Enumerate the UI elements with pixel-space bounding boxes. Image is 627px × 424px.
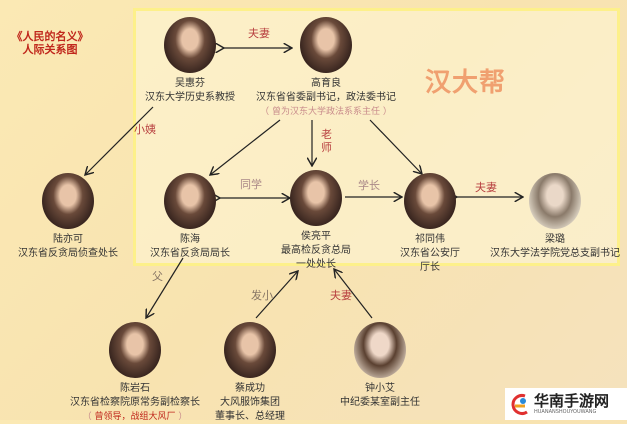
relation-label: 父 [152, 270, 163, 283]
person-liang-lu: 梁璐汉东大学法学院党总支副书记 [470, 173, 627, 261]
avatar [42, 173, 94, 229]
person-chen-hai: 陈海汉东省反贪局局长 [105, 173, 275, 261]
avatar [164, 173, 216, 229]
person-hou-liangping: 侯亮平最高检反贪总局一处处长 [231, 170, 401, 272]
relation-label: 发小 [251, 289, 273, 302]
person-title: 最高检反贪总局 [281, 245, 351, 256]
person-zhong-xiaoai: 钟小艾中纪委某室副主任 [295, 322, 465, 410]
person-note: （ 曾为汉东大学政法系系主任 ） [260, 107, 392, 117]
avatar [224, 322, 276, 378]
arrow-wu-lu [85, 106, 154, 175]
person-note: （ 曾领导，战组大风厂 ） [50, 410, 220, 424]
relation-label: 夫妻 [475, 181, 497, 194]
avatar [354, 322, 406, 378]
person-title: 汉东省反贪局局长 [150, 248, 230, 259]
person-lu-yike: 陆亦可汉东省反贪局侦查处长 [0, 173, 153, 261]
person-title: 董事长、总经理 [215, 411, 285, 422]
note-text: 曾领导，战组大风厂 [94, 412, 176, 422]
group-label: 汉大帮 [425, 68, 507, 98]
relation-label: 夫妻 [248, 27, 270, 40]
person-title: 汉东大学历史系教授 [145, 92, 235, 103]
person-name: 高育良 [311, 78, 341, 89]
relation-label: 老师 [321, 128, 332, 154]
person-wu-huifen: 吴惠芬汉东大学历史系教授 [105, 17, 275, 105]
person-name: 陈海 [180, 234, 200, 245]
person-title: 汉东省检察院原常务副检察长 [70, 397, 200, 408]
avatar [164, 17, 216, 73]
person-title: 汉东省反贪局侦查处长 [18, 248, 118, 259]
note-bracket: ） [175, 412, 188, 422]
title-line2: 人际关系图 [22, 43, 78, 56]
arrow-chenhai-chenyanshi [146, 257, 184, 318]
person-title: 汉东省省委副书记，政法委书记 [256, 92, 396, 103]
watermark-logo-icon [511, 394, 528, 415]
person-name: 祁同伟 [415, 234, 445, 245]
title-line1: 《人民的名义》 [11, 30, 89, 43]
person-name: 梁璐 [545, 234, 565, 245]
watermark-name: 华南手游网 [534, 391, 610, 410]
person-title: 中纪委某室副主任 [340, 397, 420, 408]
diagram-title: 《人民的名义》人际关系图 [10, 30, 90, 56]
person-title: 汉东省公安厅 [400, 248, 460, 259]
person-name: 蔡成功 [235, 383, 265, 394]
person-name: 侯亮平 [301, 231, 331, 242]
person-title: 一处处长 [296, 259, 336, 270]
avatar [529, 173, 581, 229]
avatar [404, 173, 456, 229]
person-name: 陈岩石 [120, 383, 150, 394]
arrow-zhong-hou [334, 269, 373, 319]
person-gao-yuliang: 高育良汉东省省委副书记，政法委书记 （ 曾为汉东大学政法系系主任 ） [226, 17, 426, 119]
person-name: 钟小艾 [365, 383, 395, 394]
relation-label: 同学 [240, 178, 262, 191]
person-title: 汉东大学法学院党总支副书记 [490, 248, 620, 259]
arrow-gao-chenhai [210, 119, 281, 175]
relation-label: 小姨 [134, 123, 156, 136]
relation-label: 学长 [358, 179, 380, 192]
note-bracket: （ [82, 412, 95, 422]
arrow-gao-qi [369, 119, 422, 174]
person-cai-chenggong: 蔡成功大风服饰集团董事长、总经理 [165, 322, 335, 424]
person-qi-tongwei: 祁同伟汉东省公安厅厅长 [345, 173, 515, 275]
avatar [109, 322, 161, 378]
arrow-cai-hou [255, 271, 298, 319]
person-title: 厅长 [420, 262, 440, 273]
avatar [300, 17, 352, 73]
relation-label: 夫妻 [330, 289, 352, 302]
person-title: 大风服饰集团 [220, 397, 280, 408]
avatar [290, 170, 342, 226]
person-name: 陆亦可 [53, 234, 83, 245]
person-name: 吴惠芬 [175, 78, 205, 89]
watermark-sub: HUANANSHOUYOUWANG [534, 408, 597, 415]
person-chen-yanshi: 陈岩石汉东省检察院原常务副检察长 （ 曾领导，战组大风厂 ） [50, 322, 220, 424]
